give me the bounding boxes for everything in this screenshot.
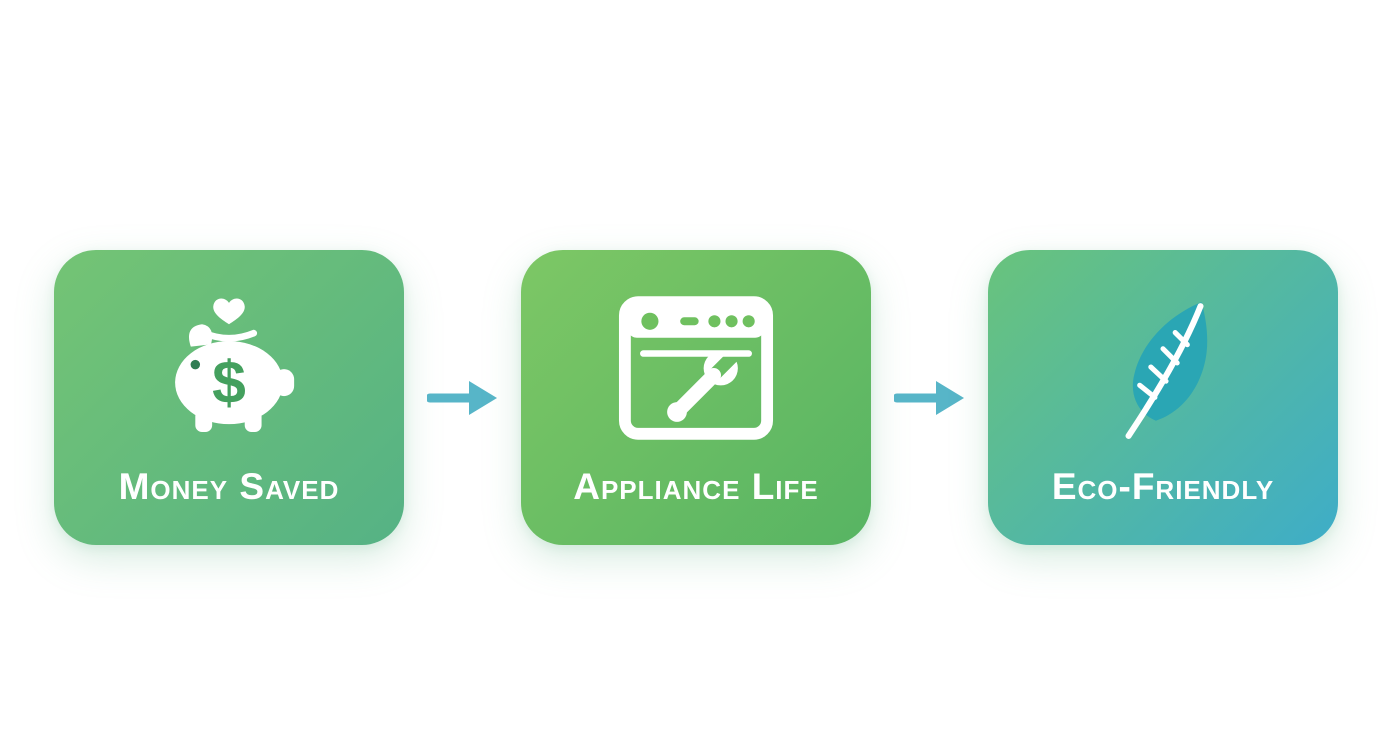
step-card-eco-friendly: Eco-Friendly: [988, 250, 1338, 545]
appliance-svg: [618, 296, 774, 440]
flow-arrow: [871, 378, 988, 418]
flow-arrow: [404, 378, 521, 418]
step-label: Appliance Life: [573, 466, 819, 507]
process-flow: $ Money Saved: [0, 250, 1392, 545]
appliance-wrench-icon: [617, 250, 775, 468]
leaf-svg: [1125, 302, 1208, 439]
appliance-knob: [641, 312, 659, 330]
wrench-glyph: [667, 351, 738, 422]
step-label: Money Saved: [118, 466, 340, 507]
dollar-sign: $: [212, 348, 246, 416]
piggy-bank-dollar-icon: $: [150, 250, 308, 468]
piggy-eye: [190, 359, 201, 370]
step-card-appliance-life: Appliance Life: [521, 250, 871, 545]
leaf-icon: [1100, 250, 1226, 468]
appliance-switch: [680, 317, 699, 326]
right-arrow-icon: [426, 380, 497, 415]
right-arrow-icon: [893, 380, 964, 415]
step-card-money-saved: $ Money Saved: [54, 250, 404, 545]
piggy-bank-svg: $: [175, 298, 295, 433]
step-label: Eco-Friendly: [1051, 466, 1275, 507]
